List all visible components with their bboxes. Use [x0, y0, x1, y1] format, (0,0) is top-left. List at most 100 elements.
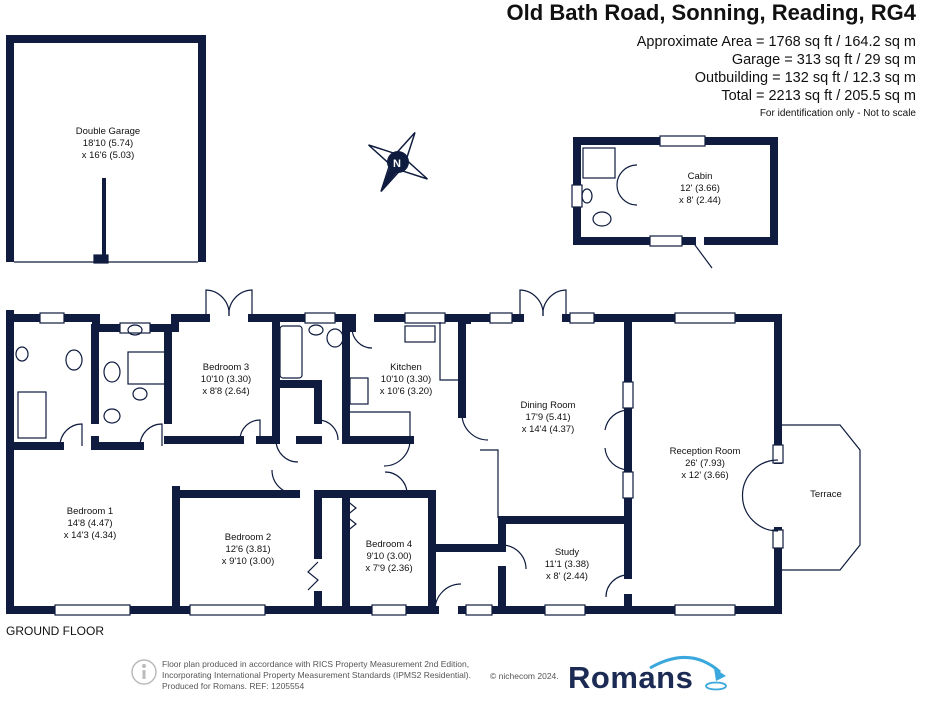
kitchen-sink [404, 325, 436, 343]
room-dim: x 14'3 (4.34) [64, 530, 117, 541]
toilet [326, 328, 344, 348]
shower-tray [582, 147, 616, 179]
garage-walls [6, 35, 206, 262]
window [544, 604, 586, 616]
brand-swoosh-ring [705, 681, 727, 691]
window [189, 604, 266, 616]
fixtures [14, 135, 861, 616]
window [371, 604, 407, 616]
brand-swoosh-icon [649, 656, 727, 691]
footer-line: Floor plan produced in accordance with R… [162, 659, 470, 669]
window [674, 604, 736, 616]
page-title: Old Bath Road, Sonning, Reading, RG4 [506, 0, 916, 25]
floor-label: GROUND FLOOR [6, 624, 105, 638]
window [622, 471, 634, 499]
terrace-outline [778, 424, 861, 571]
room-dim: 10'10 (3.30) [381, 374, 431, 385]
door-arc [139, 423, 163, 447]
window [54, 604, 131, 616]
copyright: © nichecom 2024. [490, 671, 559, 681]
hob [349, 377, 369, 405]
room-dim: 18'10 (5.74) [83, 138, 133, 149]
window [772, 444, 784, 464]
room-name: Reception Room [670, 446, 741, 457]
room-dim: 14'8 (4.47) [67, 518, 112, 529]
kitchen-counter [346, 411, 411, 440]
window [119, 322, 151, 334]
wardrobe-door [307, 561, 319, 591]
toilet [592, 211, 612, 227]
info-icon-bar [142, 670, 146, 679]
house-outer-walls-2 [458, 527, 782, 614]
room-dim: x 12' (3.66) [681, 470, 728, 481]
toilet [65, 349, 83, 371]
basin [15, 346, 29, 362]
door-arc [434, 583, 462, 611]
window [622, 381, 634, 409]
window [465, 604, 493, 616]
brand-swoosh-arc [649, 656, 722, 674]
door-arc [59, 423, 83, 447]
disclaimer: For identification only - Not to scale [759, 108, 916, 119]
door-arc [383, 439, 411, 467]
walls [6, 35, 782, 614]
brand-logo: Romans [568, 660, 694, 695]
basin [581, 188, 593, 204]
window [649, 235, 683, 247]
room-dim: 11'1 (3.38) [545, 559, 589, 570]
door-arc [604, 409, 629, 431]
door-arc [501, 544, 527, 570]
room-name: Cabin [688, 171, 713, 182]
door-arc [741, 459, 779, 532]
area-total: Total = 2213 sq ft / 205.5 sq m [721, 88, 916, 104]
brand-swoosh-arrow [714, 668, 726, 681]
window [571, 184, 583, 208]
room-dim: x 9'10 (3.00) [222, 556, 275, 567]
info-icon-circle [131, 659, 157, 685]
footer-line: Incorporating International Property Mea… [162, 670, 471, 680]
toilet [103, 408, 121, 424]
hall-cupboard [480, 449, 499, 518]
area-approximate: Approximate Area = 1768 sq ft / 164.2 sq… [636, 34, 916, 50]
room-dim: 12'6 (3.81) [225, 544, 270, 555]
window [674, 312, 736, 324]
compass-center [387, 151, 409, 173]
room-dim: x 8'8 (2.64) [202, 386, 249, 397]
toilet [103, 361, 121, 383]
door-arc [691, 240, 713, 269]
room-dim: 9'10 (3.00) [366, 551, 411, 562]
area-outbuilding: Outbuilding = 132 sq ft / 12.3 sq m [694, 70, 916, 86]
house-outer-walls-3 [624, 314, 782, 464]
room-dim: 10'10 (3.30) [201, 374, 251, 385]
room-dim: x 10'6 (3.20) [380, 386, 433, 397]
window [39, 312, 65, 324]
basin [132, 387, 148, 401]
window [659, 135, 706, 147]
door-arc [351, 327, 373, 349]
room-name: Terrace [810, 489, 842, 500]
house-top-wall-2 [92, 314, 210, 332]
wardrobe-door [345, 499, 357, 533]
door-arc [616, 164, 638, 206]
door-arc [239, 419, 261, 441]
door-arc [205, 289, 230, 318]
area-garage: Garage = 313 sq ft / 29 sq m [731, 52, 916, 68]
door-arc [605, 574, 629, 598]
house-outer-walls [6, 310, 439, 614]
room-name: Kitchen [390, 362, 422, 373]
house-top-wall-3 [248, 314, 356, 332]
window [404, 312, 446, 324]
room-dim: x 7'9 (2.36) [365, 563, 412, 574]
door-arc [519, 289, 544, 318]
basin [308, 324, 324, 336]
door-arc [228, 289, 253, 318]
room-dim: x 14'4 (4.37) [522, 424, 575, 435]
door-arc [461, 413, 489, 441]
kitchen-counter [439, 322, 462, 381]
compass-label: N [393, 158, 401, 170]
room-name: Bedroom 2 [225, 532, 271, 543]
footer-notes: Floor plan produced in accordance with R… [162, 659, 471, 692]
info-icon-dot [142, 664, 146, 668]
door-arc [542, 289, 567, 318]
